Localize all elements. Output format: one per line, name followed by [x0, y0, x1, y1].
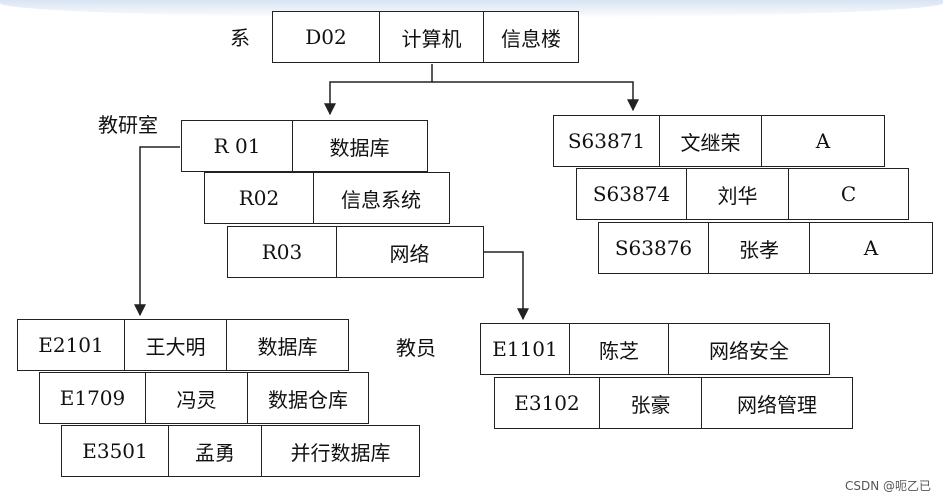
office-code-cell: R 01	[181, 120, 293, 172]
office-record: R03 网络	[227, 226, 484, 278]
student-grade-cell: A	[761, 115, 885, 167]
student-name-cell: 刘华	[685, 168, 790, 220]
label-office: 教研室	[98, 113, 158, 137]
label-department: 系	[230, 26, 250, 50]
teacher-id-cell: E3102	[494, 377, 600, 429]
teacher-name-cell: 冯灵	[144, 372, 249, 424]
student-record: S63874 刘华 C	[576, 168, 909, 220]
teacher-field-cell: 网络安全	[668, 323, 830, 375]
teacher-name-cell: 张豪	[598, 377, 703, 429]
link-dept-to-offices	[324, 64, 433, 116]
teacher-field-cell: 并行数据库	[261, 425, 420, 477]
department-record: D02 计算机 信息楼	[272, 11, 579, 63]
dept-name-cell: 计算机	[378, 11, 485, 63]
teacher-name-cell: 王大明	[123, 319, 228, 371]
teacher-field-cell: 数据仓库	[247, 372, 369, 424]
link-r03-to-teachers	[483, 251, 529, 321]
student-name-cell: 文继荣	[658, 115, 763, 167]
teacher-field-cell: 网络管理	[701, 377, 853, 429]
office-name-cell: 信息系统	[312, 172, 450, 224]
student-grade-cell: C	[788, 168, 909, 220]
office-record: R 01 数据库	[181, 120, 428, 172]
top-decorative-band	[0, 0, 943, 18]
student-id-cell: S63874	[576, 168, 687, 220]
student-record: S63876 张孝 A	[598, 222, 933, 274]
watermark: CSDN @呃乙已	[844, 479, 931, 493]
teacher-id-cell: E2101	[17, 319, 125, 371]
teacher-record: E3501 孟勇 并行数据库	[61, 425, 420, 477]
teacher-field-cell: 数据库	[226, 319, 349, 371]
teacher-id-cell: E1101	[480, 323, 570, 375]
dept-code-cell: D02	[272, 11, 380, 63]
teacher-name-cell: 孟勇	[167, 425, 263, 477]
teacher-id-cell: E3501	[61, 425, 169, 477]
label-teacher: 教员	[396, 336, 436, 360]
office-name-cell: 网络	[335, 226, 484, 278]
student-id-cell: S63876	[598, 222, 709, 274]
link-r01-to-teachers	[134, 146, 180, 317]
teacher-record: E3102 张豪 网络管理	[494, 377, 853, 429]
office-record: R02 信息系统	[204, 172, 450, 224]
student-name-cell: 张孝	[707, 222, 811, 274]
teacher-record: E2101 王大明 数据库	[17, 319, 349, 371]
office-name-cell: 数据库	[291, 120, 428, 172]
office-code-cell: R02	[204, 172, 314, 224]
student-grade-cell: A	[809, 222, 933, 274]
teacher-record: E1709 冯灵 数据仓库	[39, 372, 369, 424]
office-code-cell: R03	[227, 226, 337, 278]
link-dept-to-students	[432, 81, 639, 112]
teacher-id-cell: E1709	[39, 372, 146, 424]
dept-building-cell: 信息楼	[483, 11, 579, 63]
teacher-name-cell: 陈芝	[568, 323, 670, 375]
student-id-cell: S63871	[553, 115, 660, 167]
teacher-record: E1101 陈芝 网络安全	[480, 323, 830, 375]
student-record: S63871 文继荣 A	[553, 115, 885, 167]
